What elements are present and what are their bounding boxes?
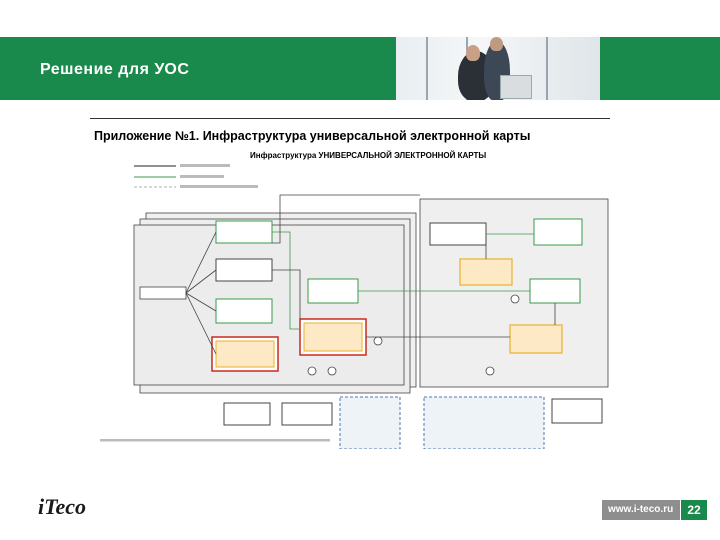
node-circle xyxy=(510,294,520,304)
footer-url[interactable]: www.i-teco.ru xyxy=(608,504,674,515)
header-photo xyxy=(396,37,600,100)
diagram-box-dashed xyxy=(339,396,401,449)
diagram-subtitle: Инфраструктура УНИВЕРСАЛЬНОЙ ЭЛЕКТРОННОЙ… xyxy=(250,151,487,160)
diagram-box xyxy=(307,278,359,304)
diagram-box xyxy=(303,322,363,352)
connector xyxy=(185,269,217,294)
person-head xyxy=(490,37,503,51)
page-number: 22 xyxy=(681,500,707,520)
connector xyxy=(185,292,217,312)
diagram-box xyxy=(533,218,583,246)
connector xyxy=(185,292,217,355)
diagram-image: Приложение №1. Инфраструктура универсаль… xyxy=(90,118,610,449)
connector xyxy=(272,269,301,319)
connector xyxy=(272,194,420,244)
diagram-box xyxy=(551,398,603,424)
diagram-box xyxy=(215,298,273,324)
person-head xyxy=(466,45,480,61)
legend-text xyxy=(180,175,224,178)
diagram-box xyxy=(509,324,563,354)
diagram-box xyxy=(215,340,275,368)
legend-text xyxy=(180,185,258,188)
diagram-box-dashed xyxy=(423,396,545,449)
diagram-box xyxy=(429,222,487,246)
footnote-text xyxy=(100,439,330,442)
infrastructure-diagram xyxy=(100,164,609,449)
diagram-box xyxy=(281,402,333,426)
window-frame xyxy=(546,37,548,100)
diagram-box xyxy=(215,258,273,282)
node-circle xyxy=(307,366,317,376)
diagram-box xyxy=(139,286,187,300)
diagram-box xyxy=(215,220,273,244)
legend-text xyxy=(180,164,230,167)
connector xyxy=(185,231,217,294)
footer-bar: www.i-teco.ru xyxy=(602,500,680,520)
laptop xyxy=(500,75,532,99)
logo-text: iTeco xyxy=(38,494,87,519)
page-title: Решение для УОС xyxy=(40,61,190,78)
connector xyxy=(272,231,300,330)
window-frame xyxy=(426,37,428,100)
node-circle xyxy=(327,366,337,376)
diagram-title: Приложение №1. Инфраструктура универсаль… xyxy=(94,129,531,143)
header-bar: Решение для УОС xyxy=(0,37,720,100)
diagram-box xyxy=(223,402,271,426)
diagram-box xyxy=(529,278,581,304)
node-circle xyxy=(373,336,383,346)
company-logo: iTeco xyxy=(30,494,86,524)
node-circle xyxy=(485,366,495,376)
diagram-box xyxy=(459,258,513,286)
